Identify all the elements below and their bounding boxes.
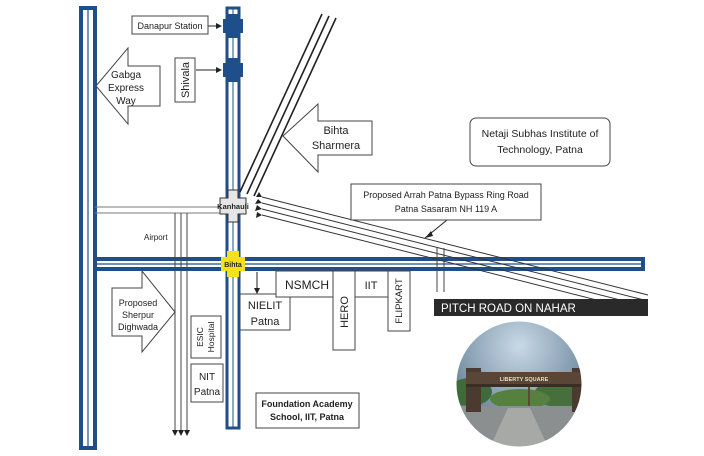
road-network [79, 6, 649, 450]
sherpur-label-line2: Sherpur [122, 310, 154, 320]
iit-label: IIT [365, 280, 378, 292]
foundation-label-line2: School, IIT, Patna [270, 412, 345, 422]
netaji-institute-box: Netaji Subhas Institute of Technology, P… [469, 117, 611, 167]
esic-label-line2: Hospital [206, 322, 216, 353]
netaji-label-line2: Technology, Patna [497, 144, 583, 156]
pitch-road-label: PITCH ROAD ON NAHAR [441, 303, 576, 315]
sherpur-label-line3: Dighwada [118, 322, 158, 332]
sherpur-dighwada-arrow: Proposed Sherpur Dighwada [111, 269, 176, 354]
ring-road-arrows [255, 192, 262, 218]
esic-hospital-box: ESIC Hospital [190, 315, 222, 359]
crossing-ticks [436, 248, 445, 292]
foundation-label-line1: Foundation Academy [261, 399, 352, 409]
gabga-label-line2: Express [108, 83, 144, 94]
airport-road [174, 213, 188, 430]
iit-box: IIT [354, 270, 389, 298]
nielit-box: NIELIT Patna [239, 293, 291, 331]
sherpur-label-line1: Proposed [119, 298, 158, 308]
hero-box: HERO [332, 270, 356, 351]
bihta-label: Bihta [224, 262, 242, 269]
ring-road-label-line1: Proposed Arrah Patna Bypass Ring Road [363, 190, 529, 200]
kanhauli-junction: Kanhauli [217, 189, 249, 223]
pitch-road-banner: PITCH ROAD ON NAHAR [434, 299, 648, 316]
liberty-square-sign: LIBERTY SQUARE [500, 377, 549, 383]
bihta-sharmera-line1: Bihta [323, 125, 349, 137]
foundation-academy-box: Foundation Academy School, IIT, Patna [255, 392, 360, 429]
sharmera-diagonal-road [239, 13, 337, 197]
kanhauli-label: Kanhauli [217, 202, 249, 211]
hero-label: HERO [339, 296, 351, 328]
shivala-box: Shivala [174, 57, 196, 103]
gabga-label-line1: Gabga [111, 70, 141, 81]
bihta-sharmera-arrow: Bihta Sharmera [282, 102, 373, 174]
kanhauli-link-road [95, 206, 222, 214]
danapur-station-box: Danapur Station [131, 15, 209, 35]
nit-label-line1: NIT [199, 372, 215, 383]
nit-patna-box: NIT Patna [190, 363, 224, 403]
airport-road-arrows [172, 430, 190, 436]
ring-road-box: Proposed Arrah Patna Bypass Ring Road Pa… [350, 183, 542, 221]
nielit-label-line2: Patna [251, 316, 281, 328]
airport-label: Airport [144, 233, 168, 242]
flipkart-label: FLIPKART [394, 278, 405, 323]
netaji-label-line1: Netaji Subhas Institute of [482, 128, 599, 140]
ring-road-label-line2: Patna Sasaram NH 119 A [395, 204, 497, 214]
flipkart-box: FLIPKART [387, 270, 411, 332]
esic-label-line1: ESIC [195, 327, 205, 347]
shivala-label: Shivala [180, 61, 192, 98]
gabga-express-way-arrow: Gabga Express Way [95, 46, 161, 126]
nit-label-line2: Patna [194, 387, 221, 398]
nsmch-label: NSMCH [285, 278, 329, 292]
bihta-sharmera-line2: Sharmera [312, 140, 361, 152]
nielit-label-line1: NIELIT [248, 300, 283, 312]
ring-road-lines [261, 196, 649, 314]
bihta-junction: Bihta [221, 251, 245, 277]
danapur-station-label: Danapur Station [137, 21, 202, 31]
shivala-marker [223, 58, 243, 82]
danapur-station-marker [223, 14, 243, 38]
gabga-label-line3: Way [116, 96, 136, 107]
site-photo: LIBERTY SQUARE [455, 320, 583, 448]
